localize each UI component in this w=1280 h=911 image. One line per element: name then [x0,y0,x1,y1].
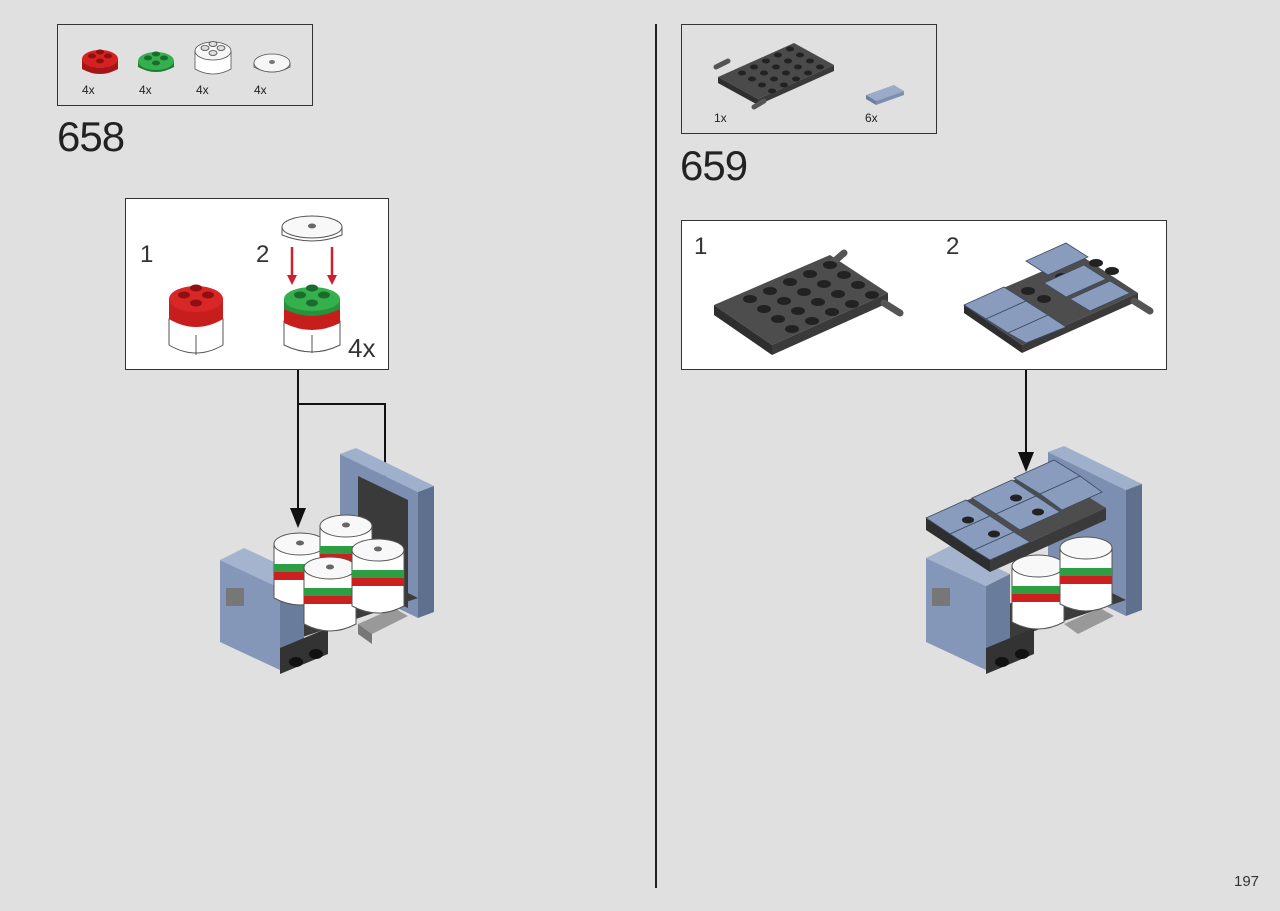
step-number-658: 658 [57,113,125,160]
red-on-white-brick-illustration [168,284,224,355]
part-qty: 4x [82,83,95,97]
green-round-plate-icon [138,51,174,72]
dark-gray-plate-with-bar-icon [713,43,834,110]
step-number-659: 659 [680,142,748,189]
sand-blue-tile-icon [866,85,904,105]
white-round-brick-icon [194,41,232,75]
substep-number: 1 [140,241,154,268]
part-qty: 4x [254,83,267,97]
model-assembly-659 [925,446,1142,674]
part-qty: 4x [196,83,209,97]
connector-arrow-659 [1018,370,1034,472]
substep-number: 2 [256,241,270,268]
white-round-tile-icon [253,53,291,73]
parts-callout-658: 4x 4x 4x 4x [57,24,313,106]
plate-with-tiles-illustration [963,242,1154,353]
page-divider [655,24,657,888]
subassembly-box-659: 1 2 [681,220,1167,370]
multiplier-label: 4x [348,333,376,363]
substep-number: 2 [946,233,960,260]
model-assembly-658 [220,448,434,674]
part-qty: 6x [865,111,878,125]
part-qty: 4x [139,83,152,97]
page-number: 197 [1234,873,1260,890]
subassembly-box-658: 1 2 4x [125,198,389,370]
red-round-brick-icon [82,49,118,74]
substep-number: 1 [694,233,708,260]
parts-callout-659: 1x 6x [681,24,937,134]
stacked-round-bricks-illustration [281,215,343,353]
part-qty: 1x [714,111,727,125]
plate-illustration [714,249,904,355]
